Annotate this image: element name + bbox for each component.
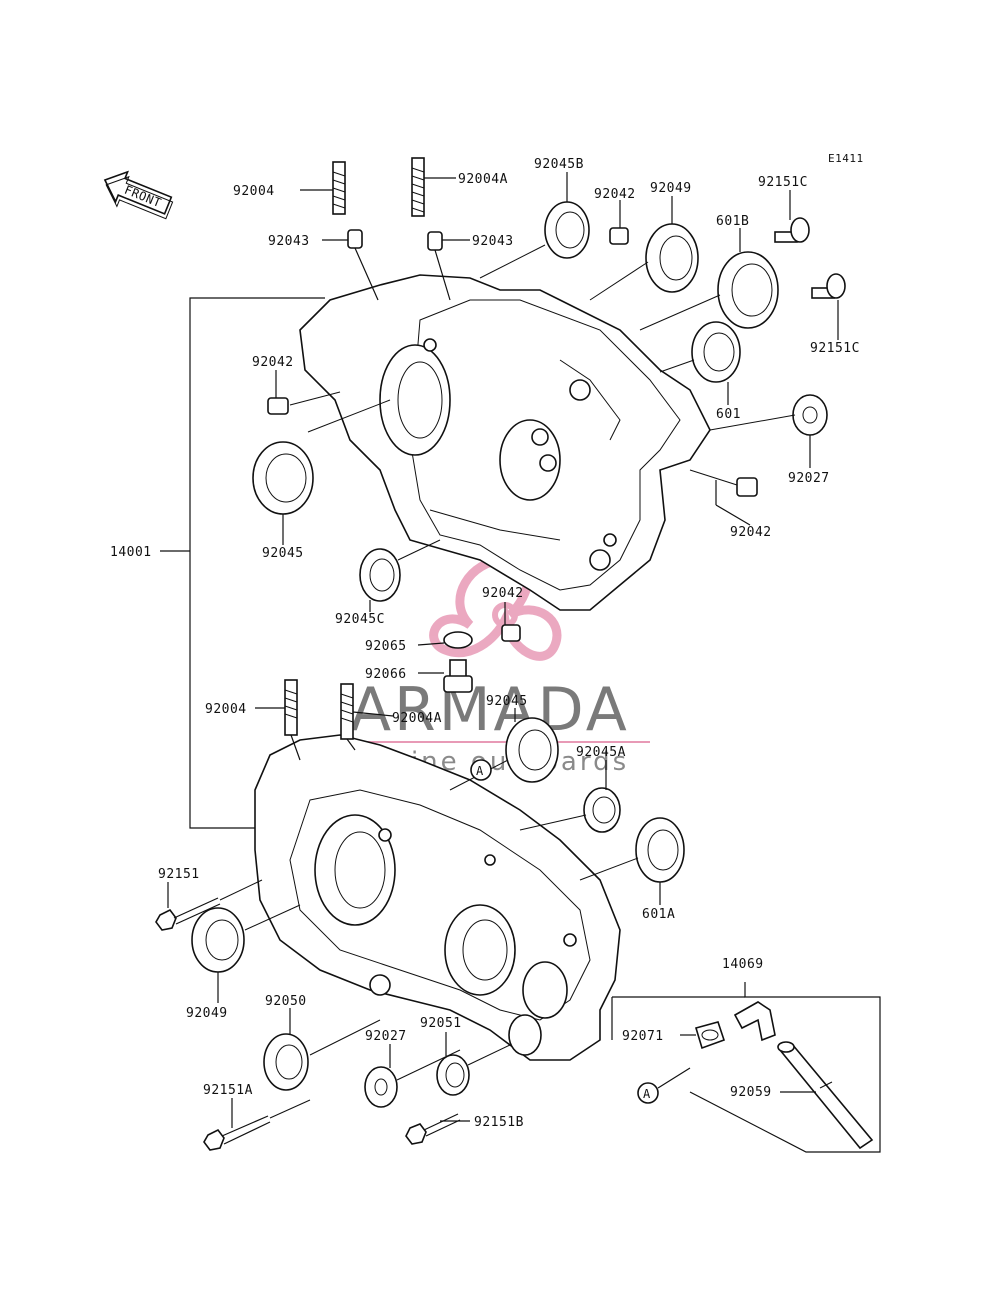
- label-92071: 92071: [622, 1029, 664, 1044]
- label-92059: 92059: [730, 1085, 772, 1100]
- label-92004-top: 92004: [233, 184, 275, 199]
- label-92066: 92066: [365, 667, 407, 682]
- fitting-92071: [694, 1021, 726, 1050]
- label-92045C: 92045C: [335, 612, 385, 627]
- bolt-92151C-top: [774, 217, 810, 243]
- washer-92065: [443, 631, 473, 649]
- label-92045-bottom: 92045: [486, 694, 528, 709]
- bolt-92151A: [203, 1115, 271, 1151]
- bearing-601A: [635, 817, 685, 883]
- elbow-fitting-14069: [733, 1001, 776, 1042]
- dowel-92042-right: [736, 477, 758, 497]
- oil-seal-92051: [436, 1054, 470, 1096]
- label-601B: 601B: [716, 214, 749, 229]
- label-92004A-bottom: 92004A: [392, 711, 442, 726]
- label-92049-bottom: 92049: [186, 1006, 228, 1021]
- svg-text:A: A: [476, 764, 484, 778]
- label-92027-bottom: 92027: [365, 1029, 407, 1044]
- bearing-601B: [717, 251, 779, 329]
- stud-92004-top: [332, 161, 346, 215]
- label-14001: 14001: [110, 545, 152, 560]
- bearing-92045A: [583, 787, 621, 833]
- bearing-92045-bottom: [505, 717, 559, 783]
- bearing-92045C: [359, 548, 401, 602]
- label-92004-bottom: 92004: [205, 702, 247, 717]
- washer-92027-bottom: [364, 1066, 398, 1108]
- label-92045B: 92045B: [534, 157, 584, 172]
- bolt-92151B: [405, 1113, 461, 1145]
- dowel-92043-right: [427, 231, 443, 251]
- bearing-601: [691, 321, 741, 383]
- label-92042-left: 92042: [252, 355, 294, 370]
- label-92151: 92151: [158, 867, 200, 882]
- label-92042-top: 92042: [594, 187, 636, 202]
- label-14069: 14069: [722, 957, 764, 972]
- dowel-92042-left: [267, 397, 289, 415]
- label-92051: 92051: [420, 1016, 462, 1031]
- label-92045: 92045: [262, 546, 304, 561]
- callout-a-upper: A: [470, 759, 492, 781]
- dowel-92043-left: [347, 229, 363, 249]
- bracket-14069: [689, 982, 881, 1153]
- label-92050: 92050: [265, 994, 307, 1009]
- watermark-name: ARMADA: [350, 675, 630, 745]
- label-92151A: 92151A: [203, 1083, 253, 1098]
- front-arrow-icon: FRONT: [103, 170, 174, 220]
- label-92043-right: 92043: [472, 234, 514, 249]
- label-92151B: 92151B: [474, 1115, 524, 1130]
- oil-seal-92049-top: [645, 223, 699, 293]
- stud-92004A-bottom: [340, 683, 354, 740]
- lower-crankcase-half: [254, 734, 621, 1061]
- label-92065: 92065: [365, 639, 407, 654]
- label-92004A-top: 92004A: [458, 172, 508, 187]
- diagram-code: E1411: [828, 152, 864, 165]
- dowel-92042-top: [609, 227, 629, 245]
- label-601: 601: [716, 407, 741, 422]
- label-92045A: 92045A: [576, 745, 626, 760]
- label-601A: 601A: [642, 907, 675, 922]
- washer-92027-right: [792, 394, 828, 436]
- label-92042-mid: 92042: [482, 586, 524, 601]
- label-92042-right: 92042: [730, 525, 772, 540]
- bracket-14001: [189, 297, 325, 829]
- callout-a-lower: A: [637, 1082, 659, 1104]
- label-92151C-bottom: 92151C: [810, 341, 860, 356]
- hose-92059: [777, 1041, 874, 1150]
- bearing-92045-left: [252, 441, 314, 515]
- label-92049-top: 92049: [650, 181, 692, 196]
- stud-92004-bottom: [284, 679, 298, 736]
- upper-crankcase-half: [299, 274, 711, 611]
- oil-seal-92049-bottom: [191, 907, 245, 973]
- dowel-92042-mid: [501, 624, 521, 642]
- stud-92004A-top: [411, 157, 425, 217]
- bolt-92151: [155, 897, 221, 931]
- plug-92066: [443, 659, 473, 693]
- oil-seal-92050: [263, 1033, 309, 1091]
- label-92027-right: 92027: [788, 471, 830, 486]
- svg-text:A: A: [643, 1087, 651, 1101]
- bolt-92151C-bottom: [811, 273, 846, 299]
- bearing-92045B: [544, 201, 590, 259]
- label-92043-left: 92043: [268, 234, 310, 249]
- label-92151C-top: 92151C: [758, 175, 808, 190]
